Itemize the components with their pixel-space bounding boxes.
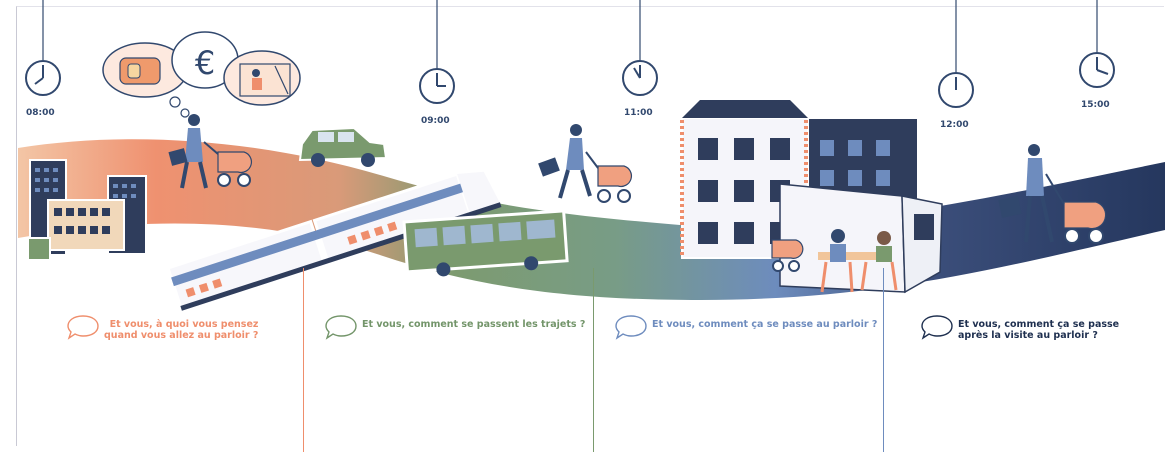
speech-bubble-icon <box>325 315 357 340</box>
speech-bubble-icon <box>67 315 99 340</box>
question-line: Et vous, à quoi vous pensez <box>109 319 259 330</box>
city-buildings <box>27 159 147 261</box>
question-line: Et vous, comment ça se passe au parloir … <box>652 319 878 330</box>
clock-icon <box>938 72 974 108</box>
woman-with-pram <box>168 114 253 189</box>
visiting-room <box>771 183 943 294</box>
column-divider <box>883 268 884 452</box>
question-line: Et vous, comment se passent les trajets … <box>362 319 586 330</box>
speech-bubble-icon <box>921 315 953 340</box>
clock-time-label: 15:00 <box>1081 100 1110 110</box>
question-block: Et vous, comment ça se passe après la vi… <box>920 314 1119 341</box>
car-icon <box>298 126 388 167</box>
thought-cloud <box>102 31 301 126</box>
clock-icon <box>622 60 658 96</box>
column-divider <box>303 268 304 452</box>
clock-time-label: 12:00 <box>940 120 969 130</box>
question-line: après la visite au parloir ? <box>958 330 1098 341</box>
clock-icon <box>1079 52 1115 88</box>
clock-time-label: 09:00 <box>421 116 450 126</box>
speech-bubble-icon <box>615 315 647 340</box>
question-block: Et vous, comment se passent les trajets … <box>324 314 585 340</box>
clock-time-label: 08:00 <box>26 108 55 118</box>
column-divider <box>593 268 594 452</box>
bus-icon <box>402 209 569 277</box>
woman-with-pram <box>998 144 1107 244</box>
question-line: Et vous, comment ça se passe <box>958 319 1120 330</box>
clock-time-label: 11:00 <box>624 108 653 118</box>
woman-with-pram <box>538 124 633 203</box>
euro-symbol: € <box>195 44 215 82</box>
question-block: Et vous, comment ça se passe au parloir … <box>614 314 877 340</box>
clock-icon <box>419 68 455 104</box>
question-line: quand vous allez au parloir ? <box>104 330 259 341</box>
page-frame <box>16 6 1164 446</box>
clock-icon <box>25 60 61 96</box>
question-block: Et vous, à quoi vous pensez quand vous a… <box>66 314 258 341</box>
prison-building <box>680 100 919 259</box>
